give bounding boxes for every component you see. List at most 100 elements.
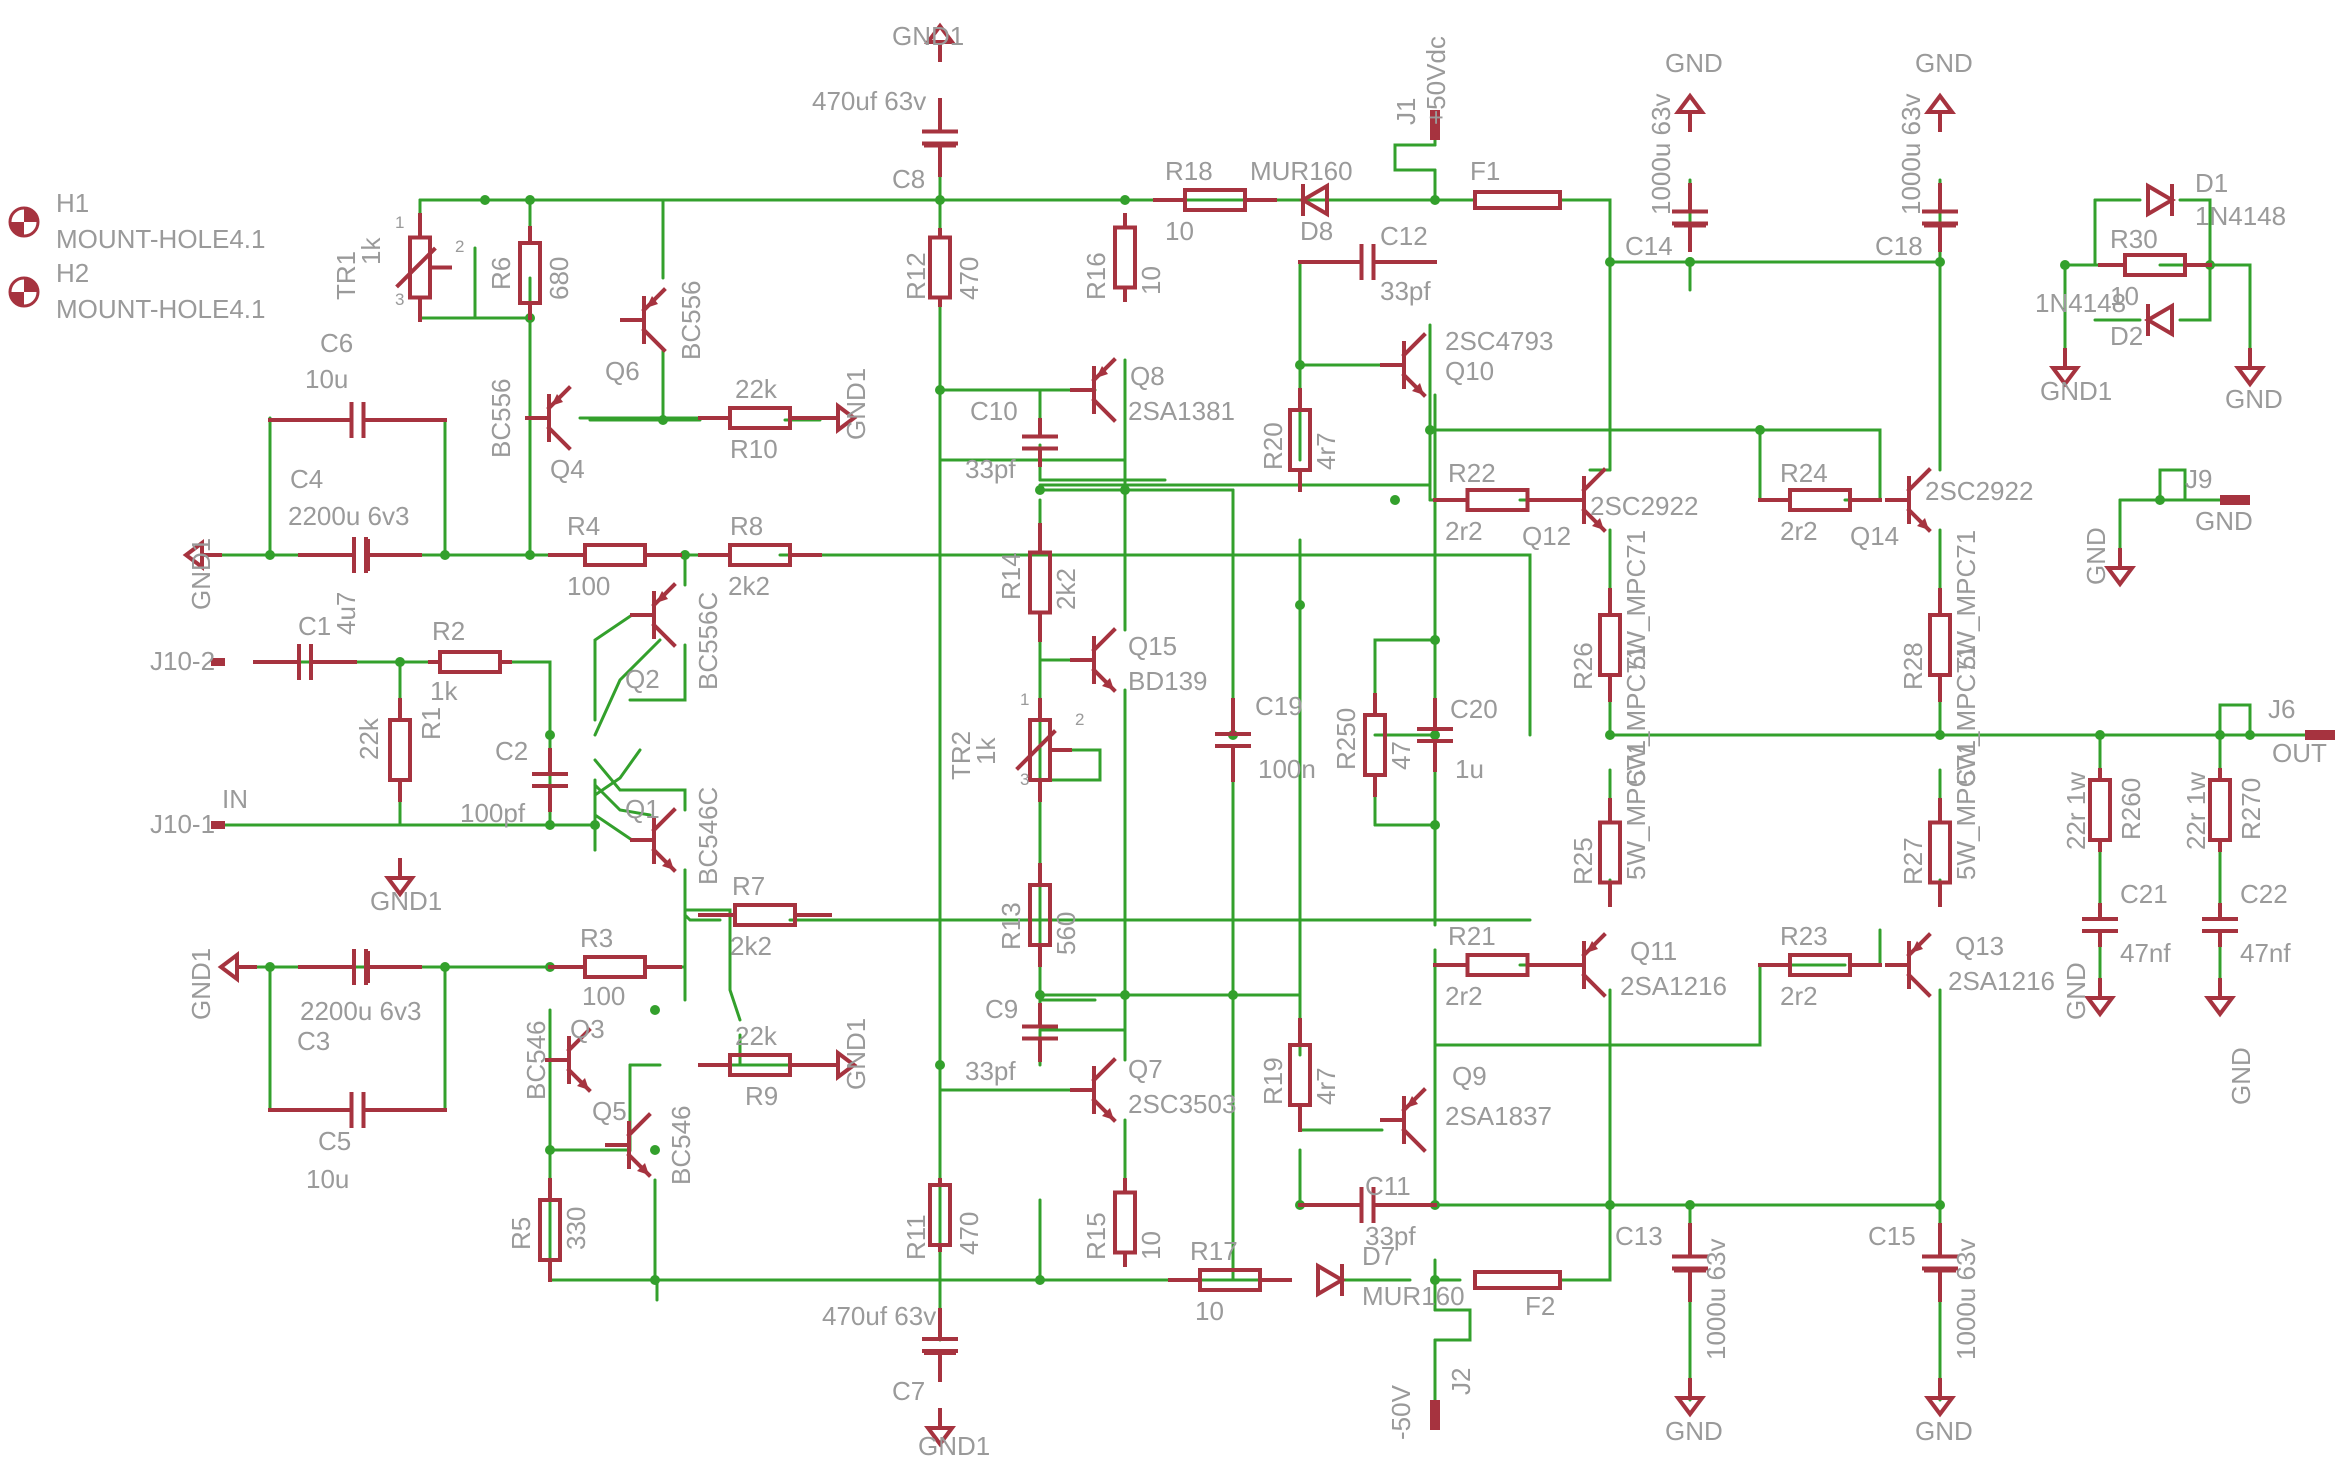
wire (683, 913, 722, 922)
r4-value: 100 (567, 571, 610, 601)
wire (1433, 1308, 1472, 1342)
j2-value: -50V (1386, 1384, 1416, 1440)
d1-value: 1N4148 (2195, 201, 2286, 231)
junction-dot (440, 962, 450, 972)
j2-ref: J2 (1446, 1368, 1476, 1395)
junction-dot (680, 550, 690, 560)
tr2-pin-2: 2 (1075, 710, 1084, 729)
gnd-label: GND1 (841, 368, 871, 440)
gnd-label: GND1 (892, 21, 964, 51)
gnd-label: GND (1665, 1416, 1723, 1446)
r16-ref: R16 (1081, 252, 1111, 300)
r25-value: 5W_MPC71 (1621, 740, 1651, 880)
c10-ref: C10 (970, 396, 1018, 426)
r1-ref: R1 (416, 707, 446, 740)
r17-resistor (1168, 1268, 1292, 1292)
c19-value: 100n (1258, 754, 1316, 784)
c5-capacitor (268, 1092, 447, 1128)
d7-diode (1316, 1262, 1346, 1298)
h2-ref: H2 (56, 258, 89, 288)
q6-transistor (620, 287, 667, 353)
c3-capacitor (298, 949, 422, 985)
j10-1-value: IN (222, 784, 248, 814)
r260-value: 22r 1w (2061, 772, 2091, 850)
d7-value: MUR160 (1362, 1281, 1465, 1311)
gnd-label: GND1 (841, 1018, 871, 1090)
c11-ref: C11 (1365, 1171, 1411, 1201)
d1-ref: D1 (2195, 168, 2228, 198)
gnd-label: GND (2226, 1047, 2256, 1105)
gnd-label: GND (2225, 384, 2283, 414)
h2-value: MOUNT-HOLE4.1 (56, 294, 266, 324)
gnd-symbol-c13 (1674, 1378, 1706, 1418)
junction-dot (1120, 195, 1130, 205)
c6-ref: C6 (320, 328, 353, 358)
q7-transistor (1070, 1057, 1117, 1123)
c20-capacitor (1417, 698, 1453, 772)
c22-ref: C22 (2240, 879, 2288, 909)
c12-capacitor (1298, 244, 1437, 280)
junction-dot (265, 550, 275, 560)
r20-value: 4r7 (1311, 432, 1341, 470)
wire (548, 1008, 632, 1152)
r250-value: 47 (1386, 741, 1416, 770)
j9-value: GND (2195, 506, 2253, 536)
r30-ref: R30 (2110, 224, 2158, 254)
junction-dot (650, 1145, 660, 1155)
c22-capacitor (2202, 903, 2238, 947)
c8-value: 470uf 63v (812, 86, 926, 116)
d2-diode (2144, 302, 2174, 338)
junction-dot (1120, 485, 1130, 495)
c21-value: 47nf (2120, 938, 2171, 968)
junction-dot (1935, 1200, 1945, 1210)
r11-ref: R11 (901, 1214, 931, 1260)
wire (1393, 143, 1437, 172)
r20-resistor (1288, 388, 1312, 492)
c21-ref: C21 (2120, 879, 2168, 909)
junction-dot (1755, 425, 1765, 435)
wire (593, 613, 634, 722)
c11-capacitor (1298, 1187, 1437, 1223)
r27-value: 5W_MPC71 (1951, 740, 1981, 880)
c10-value: 33pf (965, 454, 1016, 484)
r23-resistor (1758, 953, 1882, 977)
r10-value: 22k (735, 374, 778, 404)
r5-resistor (538, 1178, 562, 1282)
r15-value: 10 (1136, 1231, 1166, 1260)
mount-hole-h2 (8, 276, 40, 308)
r13-resistor (1028, 863, 1052, 967)
junction-dot (545, 1145, 555, 1155)
f2-fuse (1473, 1270, 1562, 1290)
q14-ref: Q14 (1850, 521, 1899, 551)
r26-resistor (1598, 588, 1622, 702)
c15-value: 1000u 63v (1951, 1239, 1981, 1360)
r27-ref: R27 (1898, 837, 1928, 885)
junction-dot (1228, 990, 1238, 1000)
c9-value: 33pf (965, 1056, 1016, 1086)
r14-value: 2k2 (1051, 568, 1081, 610)
q11-ref: Q11 (1630, 936, 1677, 966)
junction-dot (1685, 257, 1695, 267)
r28-value-b: 5W_MPC71 (1951, 645, 1981, 785)
r3-ref: R3 (580, 923, 613, 953)
j9-ref: J9 (2185, 464, 2212, 494)
tr1-pin-3: 3 (395, 290, 404, 309)
connector-j2 (1430, 1400, 1440, 1430)
q10-value: 2SC4793 (1445, 326, 1553, 356)
c19-ref: C19 (1255, 691, 1303, 721)
f2-ref: F2 (1525, 1291, 1555, 1321)
junction-dot (1605, 1200, 1615, 1210)
junction-dot (1430, 635, 1440, 645)
r12-value: 470 (954, 257, 984, 300)
gnd-symbol-c18 (1924, 92, 1956, 132)
r23-value: 2r2 (1780, 981, 1818, 1011)
wire (683, 908, 742, 1022)
r7-ref: R7 (732, 871, 765, 901)
gnd-symbol-r1 (384, 858, 416, 898)
wire (593, 638, 662, 737)
wire (2178, 198, 2212, 267)
r270-value: 22r 1w (2181, 772, 2211, 850)
r30-resistor (2098, 253, 2212, 277)
junction-dot (1605, 730, 1615, 740)
